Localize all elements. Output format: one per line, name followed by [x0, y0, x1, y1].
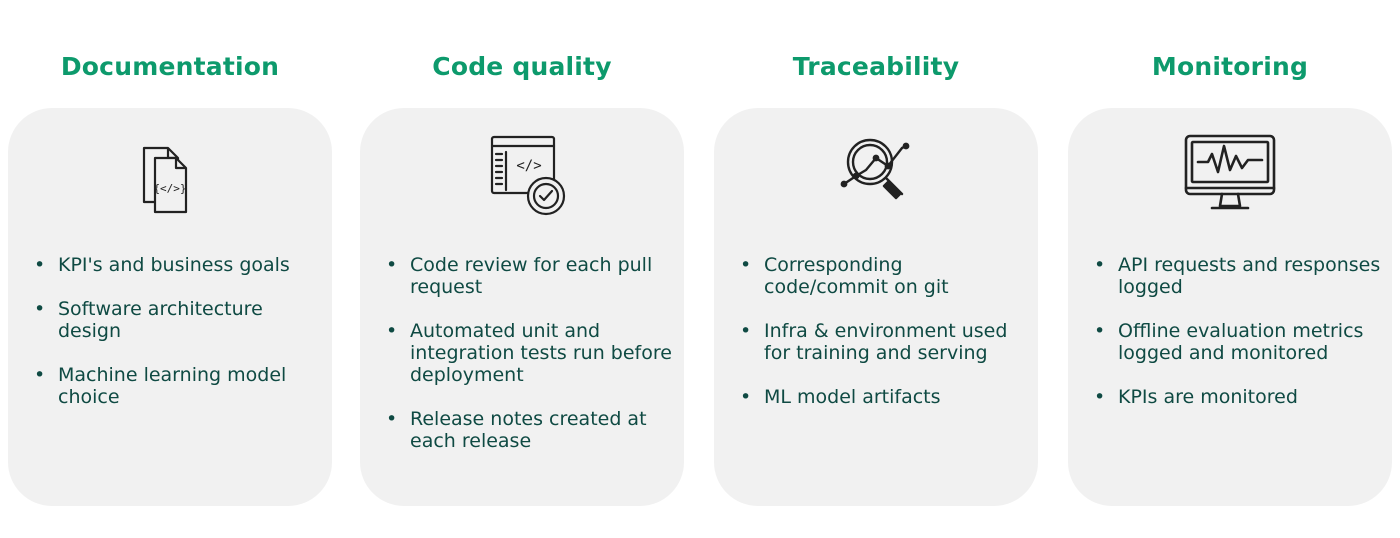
column-title: Documentation: [60, 52, 280, 81]
bullet-item: ML model artifacts: [736, 386, 1032, 408]
magnifier-chart-icon: [826, 132, 926, 216]
card-monitoring: [1068, 108, 1392, 506]
code-window-check-icon: </>: [472, 132, 572, 216]
bullet-item: KPIs are monitored: [1090, 386, 1386, 408]
bullet-item: Code review for each pull request: [382, 254, 678, 298]
column-title: Traceability: [792, 52, 960, 81]
svg-text:{</>}: {</>}: [153, 182, 186, 195]
bullet-item: Infra & environment used for training an…: [736, 320, 1032, 364]
svg-text:</>: </>: [516, 158, 541, 174]
bullet-item: Release notes created at each release: [382, 408, 678, 452]
bullet-item: Corresponding code/commit on git: [736, 254, 1032, 298]
bullet-list: Code review for each pull request Automa…: [382, 254, 678, 474]
bullet-item: Offline evaluation metrics logged and mo…: [1090, 320, 1386, 364]
bullet-item: KPI's and business goals: [30, 254, 326, 276]
bullet-item: API requests and responses logged: [1090, 254, 1386, 298]
bullet-list: API requests and responses logged Offlin…: [1090, 254, 1386, 430]
bullet-item: Automated unit and integration tests run…: [382, 320, 678, 386]
bullet-list: KPI's and business goals Software archit…: [30, 254, 326, 430]
monitor-pulse-icon: [1180, 132, 1280, 216]
code-documents-icon: {</>}: [120, 132, 220, 216]
bullet-list: Corresponding code/commit on git Infra &…: [736, 254, 1032, 430]
bullet-item: Software architecture design: [30, 298, 326, 342]
column-title: Code quality: [432, 52, 612, 81]
card-traceability: [714, 108, 1038, 506]
bullet-item: Machine learning model choice: [30, 364, 326, 408]
column-title: Monitoring: [1151, 52, 1309, 81]
